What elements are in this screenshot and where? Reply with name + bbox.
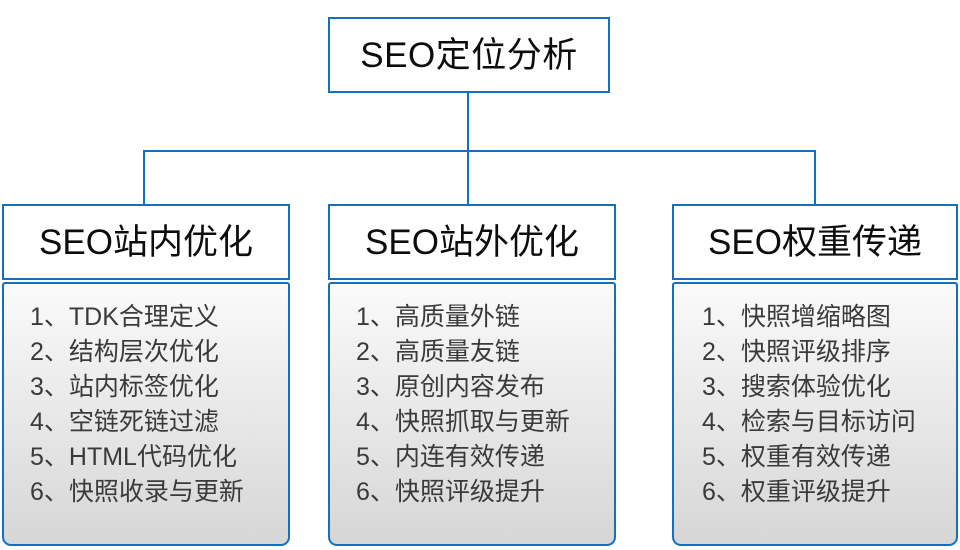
list-item-label: 原创内容发布 <box>394 373 545 401</box>
list-item-label: 权重有效传递 <box>740 443 891 471</box>
branch-column-onsite: SEO站内优化 1、TDK合理定义 2、结构层次优化 3、站内标签优化 4、空链… <box>2 204 290 546</box>
branch-panel-offsite: 1、高质量外链 2、高质量友链 3、原创内容发布 4、快照抓取与更新 5、内连有… <box>328 282 616 546</box>
list-item-label: 空链死链过滤 <box>68 408 219 436</box>
branch-header-label: SEO站内优化 <box>39 222 253 262</box>
branch-header-weight-transfer[interactable]: SEO权重传递 <box>672 204 958 280</box>
list-item: 3、原创内容发布 <box>356 370 614 405</box>
list-item: 5、权重有效传递 <box>702 440 956 475</box>
list-item-index: 1、 <box>356 303 395 331</box>
list-item: 4、空链死链过滤 <box>30 405 288 440</box>
list-item: 4、快照抓取与更新 <box>356 405 614 440</box>
list-item-label: 结构层次优化 <box>68 338 219 366</box>
list-item-label: 高质量外链 <box>394 303 520 331</box>
list-item: 3、搜索体验优化 <box>702 370 956 405</box>
list-item-label: 快照增缩略图 <box>740 303 891 331</box>
branch-column-weight-transfer: SEO权重传递 1、快照增缩略图 2、快照评级排序 3、搜索体验优化 4、检索与… <box>672 204 958 546</box>
list-item: 3、站内标签优化 <box>30 370 288 405</box>
list-item: 2、结构层次优化 <box>30 335 288 370</box>
branch-item-list: 1、高质量外链 2、高质量友链 3、原创内容发布 4、快照抓取与更新 5、内连有… <box>330 300 614 510</box>
list-item: 6、快照收录与更新 <box>30 475 288 510</box>
list-item-index: 2、 <box>356 338 395 366</box>
connector-branch-left <box>143 150 145 205</box>
list-item-index: 1、 <box>30 303 69 331</box>
list-item-index: 4、 <box>356 408 395 436</box>
branch-item-list: 1、TDK合理定义 2、结构层次优化 3、站内标签优化 4、空链死链过滤 5、H… <box>4 300 288 510</box>
list-item-index: 6、 <box>30 478 69 506</box>
list-item-label: 搜索体验优化 <box>740 373 891 401</box>
list-item: 6、快照评级提升 <box>356 475 614 510</box>
list-item-label: 快照抓取与更新 <box>394 408 570 436</box>
list-item-index: 4、 <box>30 408 69 436</box>
root-node-seo-positioning-analysis[interactable]: SEO定位分析 <box>328 17 610 93</box>
list-item-label: TDK合理定义 <box>68 303 219 331</box>
branch-panel-weight-transfer: 1、快照增缩略图 2、快照评级排序 3、搜索体验优化 4、检索与目标访问 5、权… <box>672 282 958 546</box>
list-item-index: 1、 <box>702 303 741 331</box>
list-item: 5、内连有效传递 <box>356 440 614 475</box>
list-item-index: 5、 <box>702 443 741 471</box>
list-item-label: 快照收录与更新 <box>68 478 244 506</box>
list-item: 1、高质量外链 <box>356 300 614 335</box>
connector-branch-right <box>814 150 816 205</box>
list-item-label: 检索与目标访问 <box>740 408 916 436</box>
list-item-label: HTML代码优化 <box>68 443 237 471</box>
list-item-label: 快照评级提升 <box>394 478 545 506</box>
list-item-index: 3、 <box>30 373 69 401</box>
list-item-label: 高质量友链 <box>394 338 520 366</box>
list-item-index: 6、 <box>356 478 395 506</box>
list-item: 4、检索与目标访问 <box>702 405 956 440</box>
list-item-label: 权重评级提升 <box>740 478 891 506</box>
list-item-index: 2、 <box>702 338 741 366</box>
list-item-index: 5、 <box>30 443 69 471</box>
branch-item-list: 1、快照增缩略图 2、快照评级排序 3、搜索体验优化 4、检索与目标访问 5、权… <box>674 300 956 510</box>
list-item: 1、TDK合理定义 <box>30 300 288 335</box>
list-item: 6、权重评级提升 <box>702 475 956 510</box>
branch-panel-onsite: 1、TDK合理定义 2、结构层次优化 3、站内标签优化 4、空链死链过滤 5、H… <box>2 282 290 546</box>
list-item: 2、高质量友链 <box>356 335 614 370</box>
list-item-label: 站内标签优化 <box>68 373 219 401</box>
list-item-index: 5、 <box>356 443 395 471</box>
branch-header-label: SEO权重传递 <box>708 222 922 262</box>
branch-header-onsite[interactable]: SEO站内优化 <box>2 204 290 280</box>
connector-branch-middle <box>467 150 469 205</box>
list-item-index: 2、 <box>30 338 69 366</box>
connector-horizontal-bus <box>143 150 816 152</box>
list-item-index: 4、 <box>702 408 741 436</box>
list-item-index: 3、 <box>356 373 395 401</box>
list-item: 1、快照增缩略图 <box>702 300 956 335</box>
branch-header-label: SEO站外优化 <box>365 222 579 262</box>
root-node-label: SEO定位分析 <box>360 35 578 75</box>
list-item-label: 内连有效传递 <box>394 443 545 471</box>
list-item-label: 快照评级排序 <box>740 338 891 366</box>
list-item-index: 6、 <box>702 478 741 506</box>
branch-header-offsite[interactable]: SEO站外优化 <box>328 204 616 280</box>
branch-column-offsite: SEO站外优化 1、高质量外链 2、高质量友链 3、原创内容发布 4、快照抓取与… <box>328 204 616 546</box>
list-item: 5、HTML代码优化 <box>30 440 288 475</box>
connector-root-vertical <box>467 93 469 151</box>
list-item: 2、快照评级排序 <box>702 335 956 370</box>
list-item-index: 3、 <box>702 373 741 401</box>
